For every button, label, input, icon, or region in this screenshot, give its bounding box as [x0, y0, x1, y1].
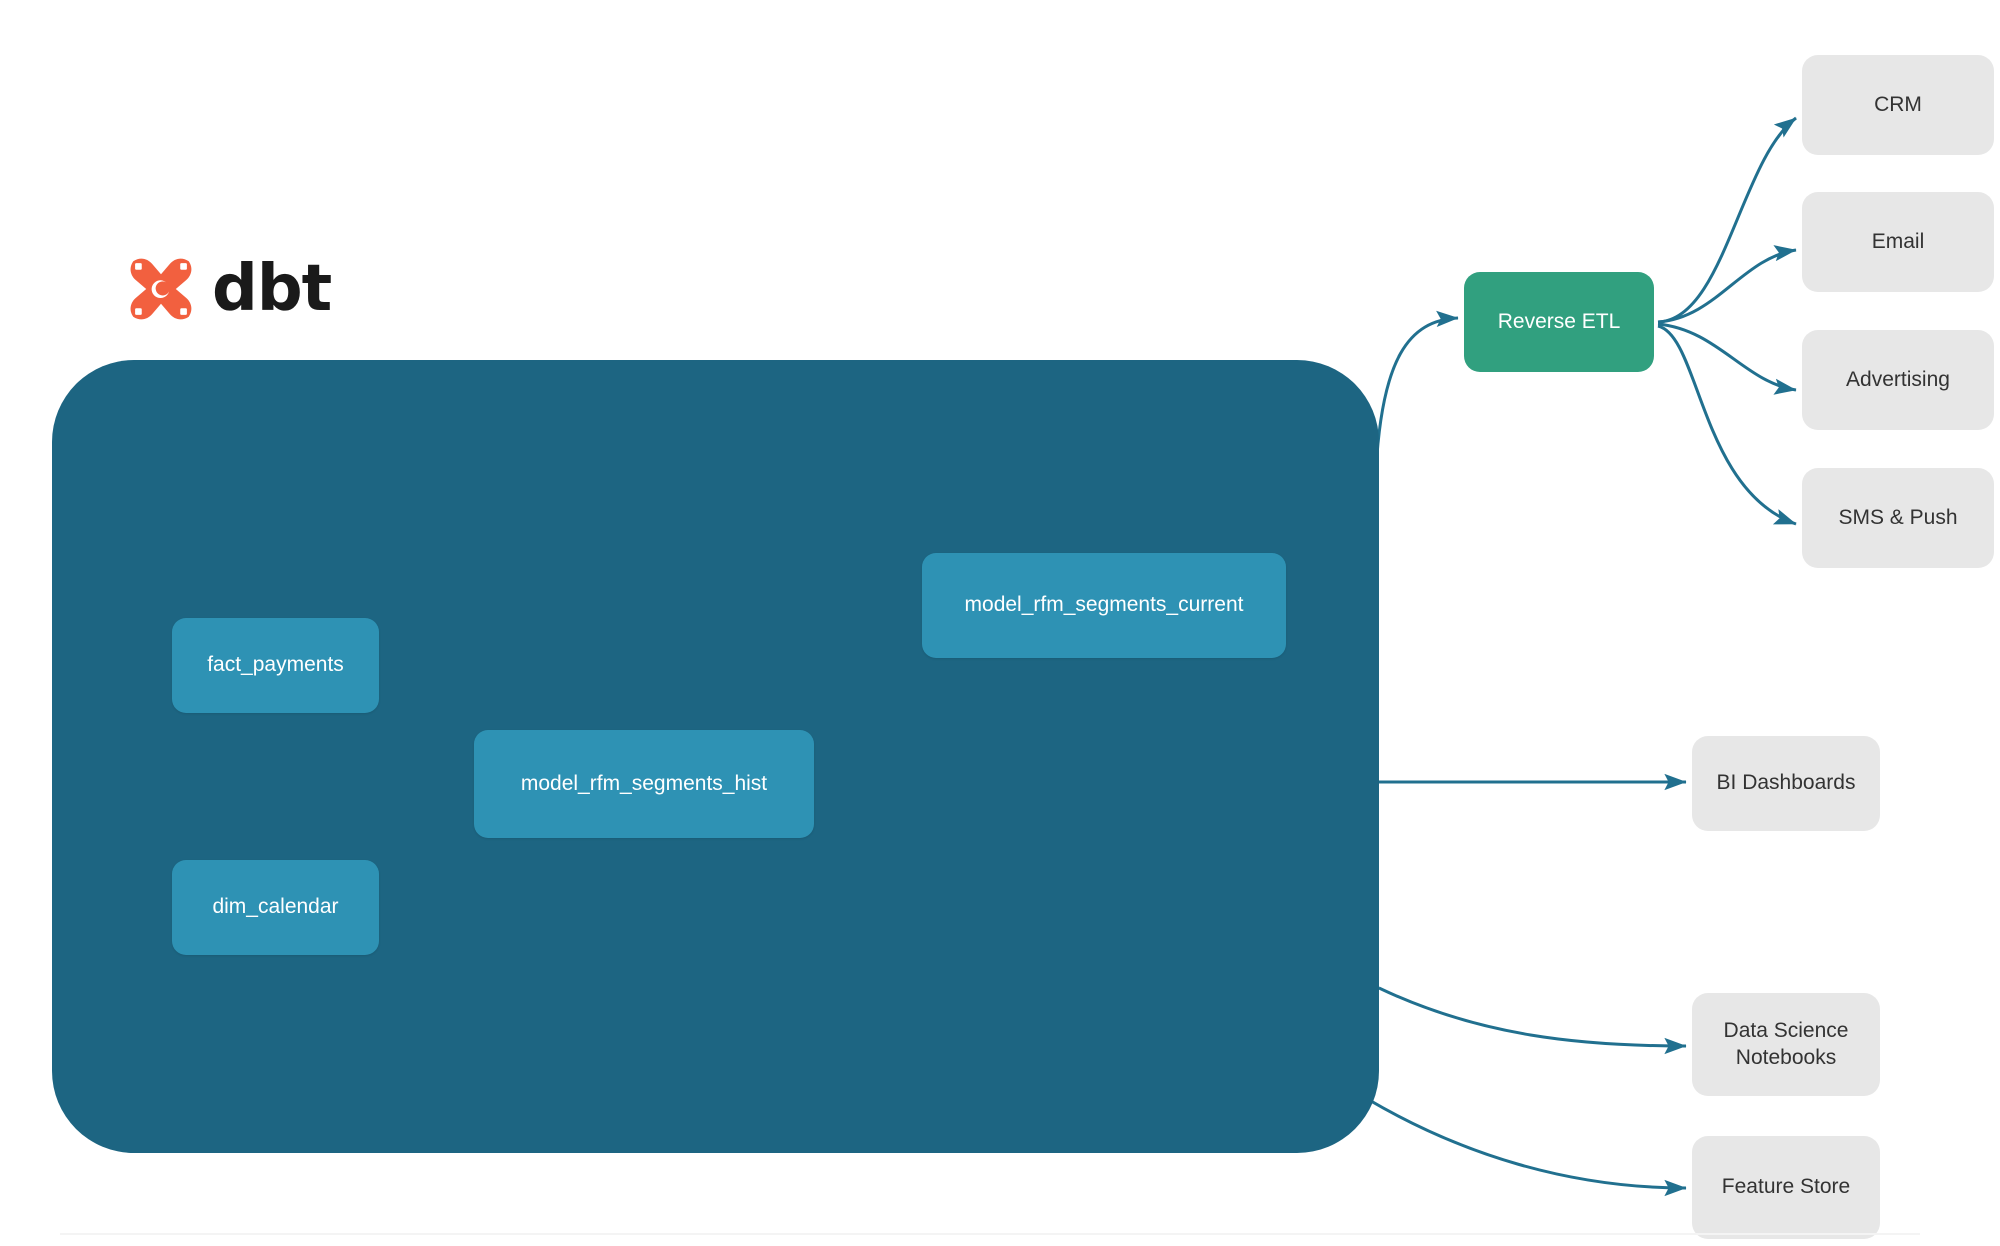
edge-reverse-etl-to-crm — [1657, 116, 1797, 324]
node-bi-dashboards-label: BI Dashboards — [1716, 771, 1856, 795]
node-feature-store[interactable]: Feature Store — [1692, 1136, 1880, 1239]
edge-hist-to-data-science-notebooks — [1378, 986, 1687, 1055]
node-email-label: Email — [1871, 229, 1925, 253]
node-data-science-notebooks-label: Data Science Notebooks — [1724, 1018, 1849, 1072]
node-model-rfm-segments-current[interactable]: model_rfm_segments_current — [922, 553, 1286, 658]
node-fact-payments-label: fact_payments — [207, 653, 344, 677]
node-sms-push[interactable]: SMS & Push — [1802, 468, 1994, 568]
node-email[interactable]: Email — [1802, 192, 1994, 292]
edge-reverse-etl-to-sms-push — [1657, 324, 1797, 526]
node-model-rfm-segments-current-label: model_rfm_segments_current — [964, 593, 1244, 617]
node-advertising[interactable]: Advertising — [1802, 330, 1994, 430]
node-reverse-etl-label: Reverse ETL — [1497, 309, 1621, 333]
node-fact-payments[interactable]: fact_payments — [172, 618, 379, 713]
dbt-logo-icon — [130, 258, 192, 320]
node-model-rfm-segments-hist-label: model_rfm_segments_hist — [520, 771, 768, 795]
node-crm-label: CRM — [1874, 92, 1922, 116]
node-advertising-label: Advertising — [1846, 367, 1950, 391]
node-feature-store-label: Feature Store — [1721, 1175, 1851, 1199]
edge-hist-to-feature-store — [1339, 1080, 1687, 1197]
footer-divider — [60, 1233, 1920, 1235]
node-reverse-etl[interactable]: Reverse ETL — [1464, 272, 1654, 372]
node-model-rfm-segments-hist[interactable]: model_rfm_segments_hist — [474, 730, 814, 838]
node-dim-calendar-label: dim_calendar — [212, 895, 339, 919]
node-data-science-notebooks-line1: Data Science — [1723, 1018, 1849, 1042]
edge-reverse-etl-to-email — [1657, 245, 1797, 324]
node-dim-calendar[interactable]: dim_calendar — [172, 860, 379, 955]
dbt-wordmark: dbt — [212, 252, 332, 326]
node-bi-dashboards[interactable]: BI Dashboards — [1692, 736, 1880, 831]
dbt-logo: dbt — [124, 252, 332, 326]
edge-reverse-etl-to-advertising — [1657, 322, 1797, 395]
node-crm[interactable]: CRM — [1802, 55, 1994, 155]
edge-current-to-reverse-etl — [1374, 310, 1459, 471]
node-data-science-notebooks[interactable]: Data Science Notebooks — [1692, 993, 1880, 1096]
node-sms-push-label: SMS & Push — [1838, 505, 1958, 529]
node-data-science-notebooks-line2: Notebooks — [1735, 1045, 1837, 1069]
